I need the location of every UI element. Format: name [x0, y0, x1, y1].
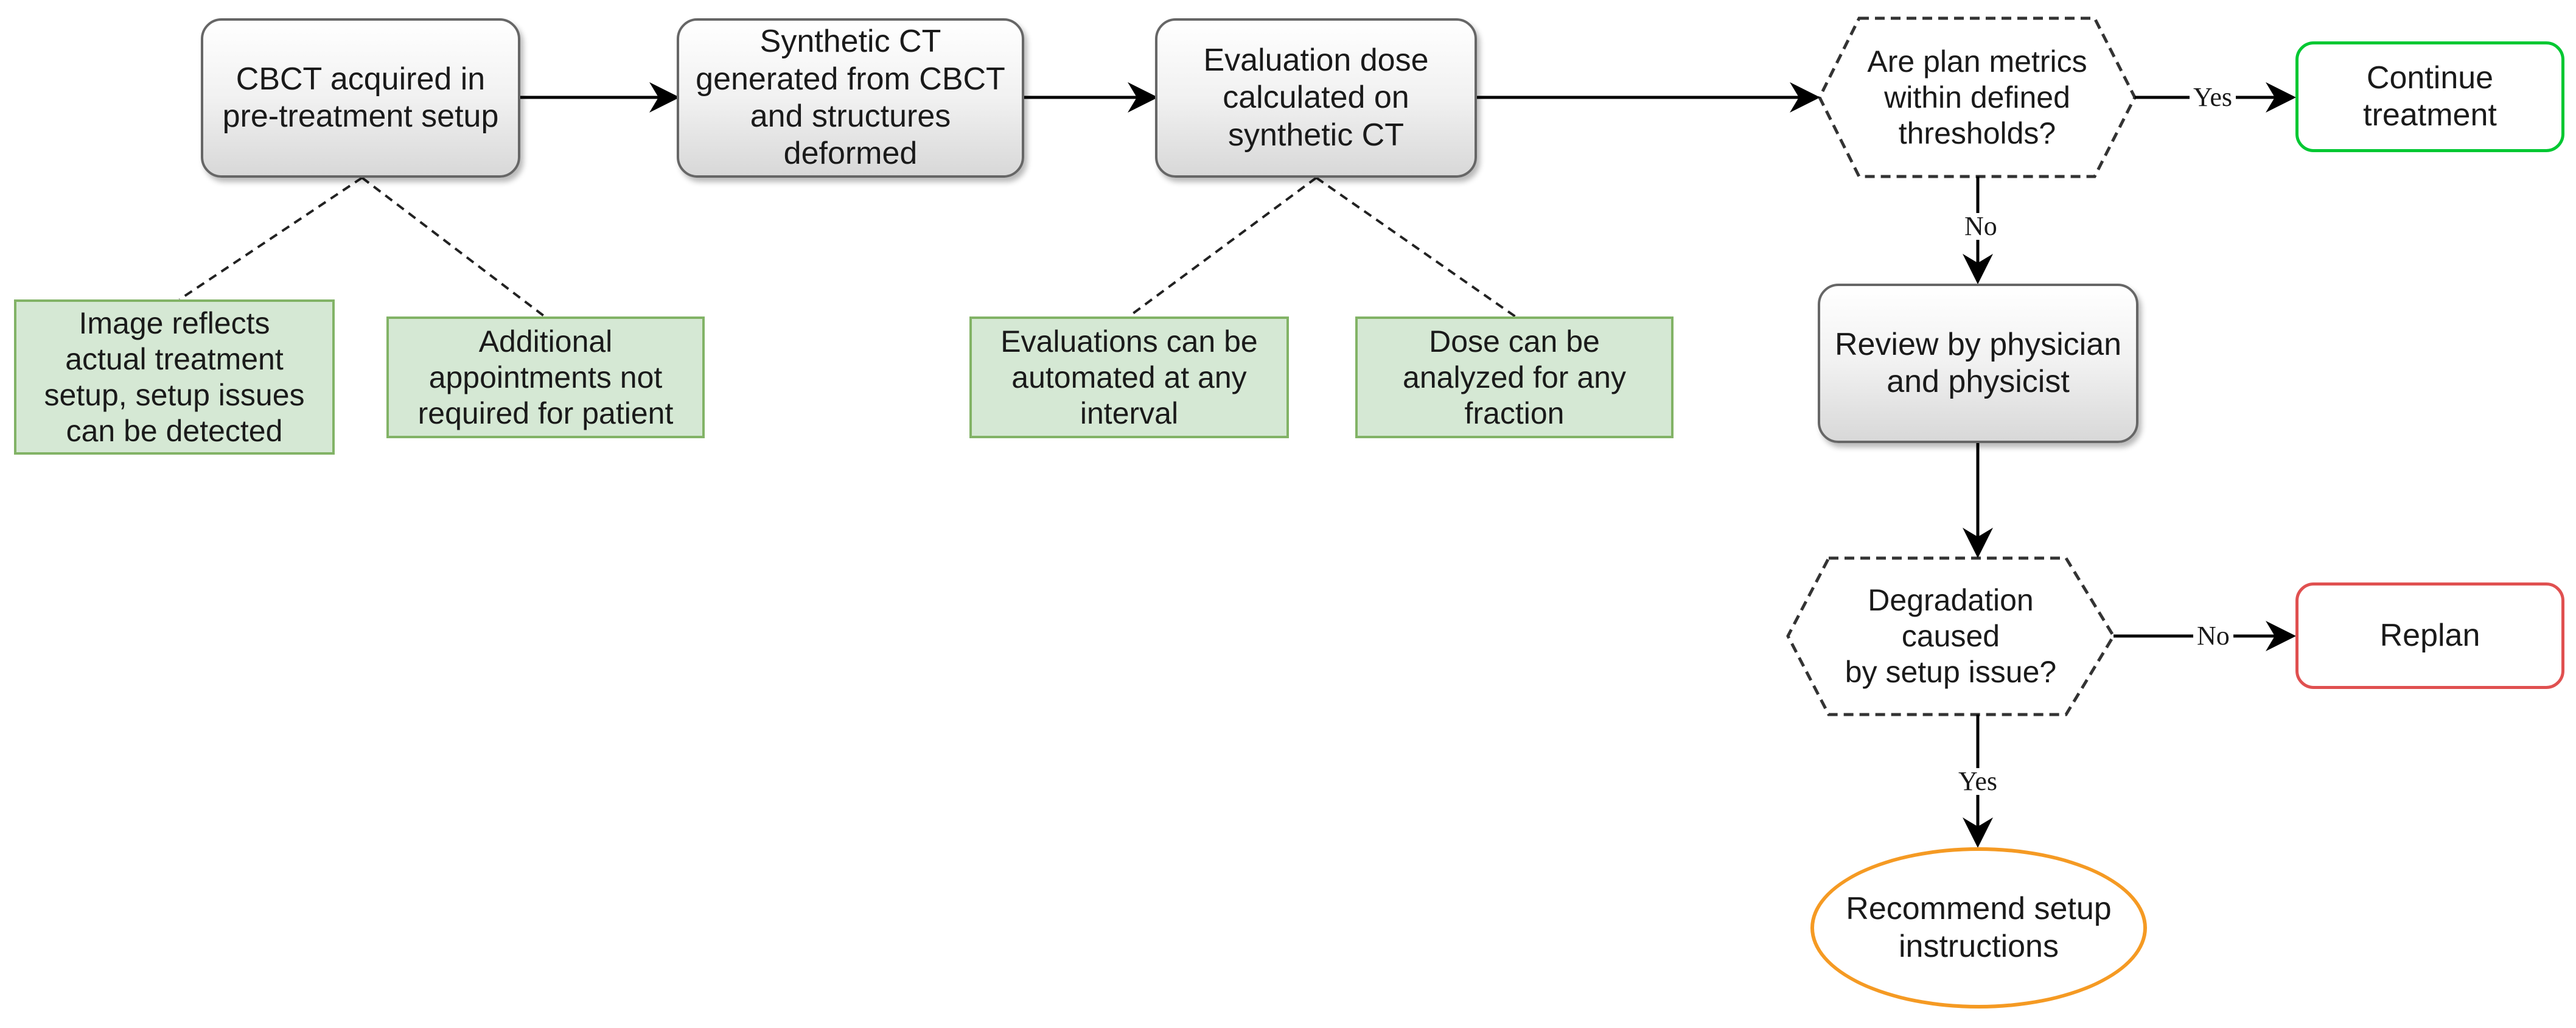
recommend-setup-node[interactable]: Recommend setup instructions [1810, 847, 2147, 1009]
edge-label-yes-recommend: Yes [1955, 768, 2002, 795]
replan-label: Replan [2379, 617, 2480, 653]
note-image-reflects: Image reflects actual treatment setup, s… [14, 299, 335, 455]
evaluation-dose-label: Evaluation dose calculated on synthetic … [1203, 42, 1429, 153]
continue-treatment-node[interactable]: Continue treatment [2295, 41, 2564, 152]
degradation-decision[interactable]: Degradation caused by setup issue? [1788, 558, 2114, 715]
edge-label-no-replan: No [2193, 623, 2233, 649]
note-evaluations-automated: Evaluations can be automated at any inte… [969, 316, 1289, 438]
synthetic-ct-label: Synthetic CT generated from CBCT and str… [696, 24, 1005, 172]
note-additional-appointments-text: Additional appointments not required for… [417, 324, 674, 430]
review-node[interactable]: Review by physician and physicist [1818, 284, 2138, 443]
synthetic-ct-node[interactable]: Synthetic CT generated from CBCT and str… [677, 18, 1024, 178]
replan-node[interactable]: Replan [2295, 582, 2564, 689]
recommend-setup-label: Recommend setup instructions [1846, 891, 2112, 964]
degradation-label: Degradation caused by setup issue? [1845, 583, 2057, 689]
dashed-connector-image-reflects [178, 177, 363, 301]
dashed-connector-additional-appts [361, 177, 546, 318]
note-dose-analyzed-text: Dose can be analyzed for any fraction [1403, 324, 1626, 430]
continue-treatment-label: Continue treatment [2363, 60, 2497, 133]
plan-metrics-decision[interactable]: Are plan metrics within defined threshol… [1820, 18, 2135, 177]
degradation-decision-shape [1786, 556, 2115, 716]
dashed-connector-evaluations [1128, 177, 1318, 318]
dashed-connector-dose-analyzed [1315, 177, 1517, 318]
note-evaluations-automated-text: Evaluations can be automated at any inte… [1000, 324, 1258, 430]
review-label: Review by physician and physicist [1834, 326, 2122, 399]
edge-label-yes-continue: Yes [2190, 84, 2236, 111]
plan-metrics-label: Are plan metrics within defined threshol… [1867, 44, 2087, 150]
cbct-acquired-label: CBCT acquired in pre-treatment setup [222, 61, 499, 134]
evaluation-dose-node[interactable]: Evaluation dose calculated on synthetic … [1155, 18, 1477, 178]
edge-label-no-review: No [1961, 213, 2001, 240]
note-image-reflects-text: Image reflects actual treatment setup, s… [44, 306, 305, 448]
cbct-acquired-node[interactable]: CBCT acquired in pre-treatment setup [201, 18, 520, 178]
note-additional-appointments: Additional appointments not required for… [386, 316, 705, 438]
note-dose-analyzed: Dose can be analyzed for any fraction [1355, 316, 1674, 438]
